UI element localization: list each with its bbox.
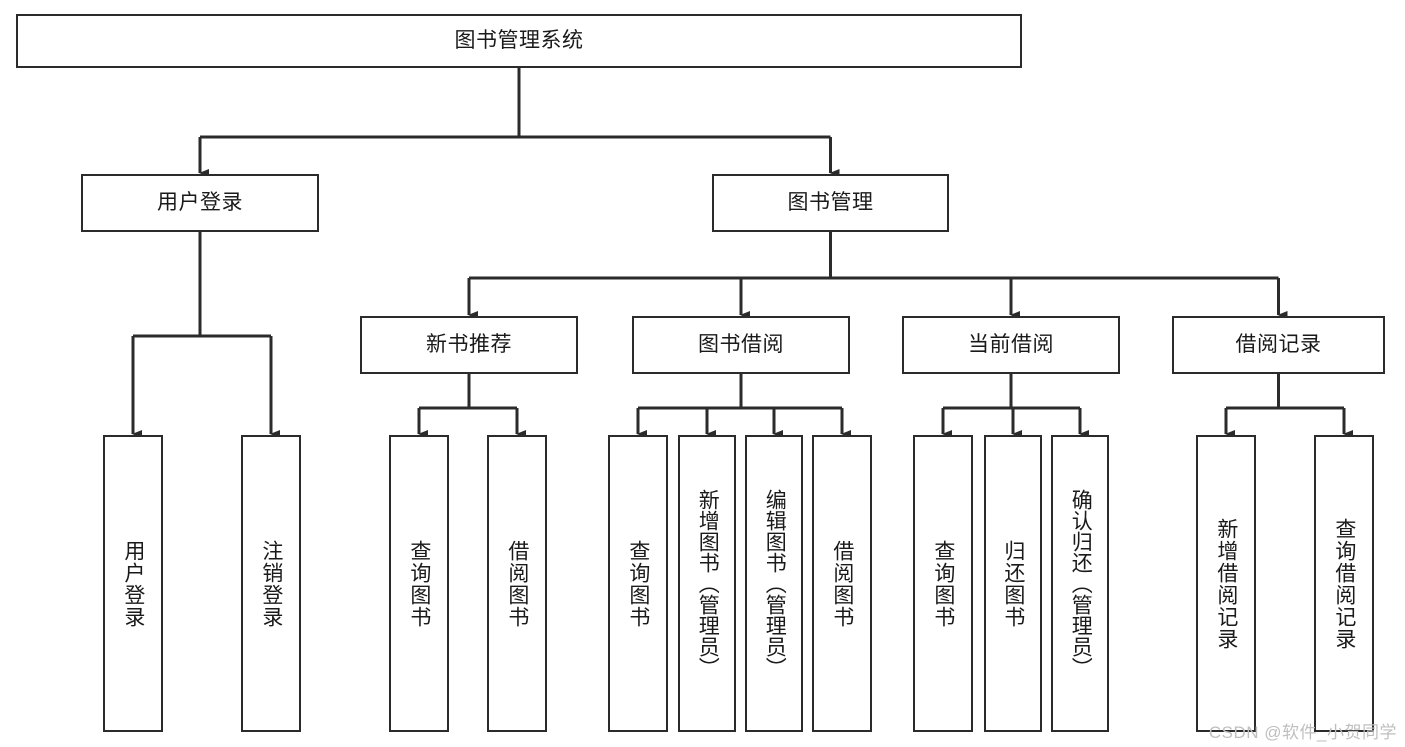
node-leaf-edit-book: 编辑图书（管理员）: [745, 435, 803, 732]
node-label-book-manage: 图书管理: [787, 191, 874, 215]
node-user-login: 用户登录: [81, 174, 319, 232]
node-leaf-query-book-1: 查询图书: [389, 435, 449, 732]
node-book-borrow: 图书借阅: [632, 316, 850, 374]
node-new-book-recommend: 新书推荐: [360, 316, 578, 374]
node-leaf-borrow-book-1: 借阅图书: [487, 435, 547, 732]
watermark: CSDN @软件_小贺同学: [1208, 723, 1397, 742]
node-label-leaf-query-book-3: 查询图书: [931, 539, 955, 628]
node-borrow-record: 借阅记录: [1172, 316, 1385, 374]
node-leaf-logout: 注销登录: [241, 435, 301, 732]
node-label-book-borrow: 图书借阅: [698, 333, 784, 357]
node-leaf-add-book: 新增图书（管理员）: [678, 435, 736, 732]
node-leaf-user-login: 用户登录: [103, 435, 163, 732]
node-label-leaf-return-book: 归还图书: [1001, 539, 1025, 628]
node-label-current-borrow: 当前借阅: [968, 333, 1054, 357]
node-label-root: 图书管理系统: [454, 29, 584, 53]
node-root: 图书管理系统: [16, 14, 1022, 68]
node-label-leaf-query-book-1: 查询图书: [407, 539, 431, 628]
node-leaf-return-book: 归还图书: [984, 435, 1042, 732]
node-label-borrow-record: 借阅记录: [1235, 333, 1322, 357]
node-label-leaf-edit-book: 编辑图书（管理员）: [763, 489, 787, 678]
node-label-leaf-user-login: 用户登录: [121, 539, 145, 628]
node-leaf-query-book-3: 查询图书: [913, 435, 973, 732]
node-book-manage: 图书管理: [712, 174, 949, 232]
node-label-leaf-logout: 注销登录: [259, 539, 283, 628]
node-label-user-login: 用户登录: [157, 191, 243, 215]
node-leaf-confirm-return: 确认归还（管理员）: [1051, 435, 1109, 732]
node-label-leaf-add-record: 新增借阅记录: [1214, 517, 1238, 650]
node-label-leaf-query-record: 查询借阅记录: [1332, 517, 1356, 650]
node-leaf-query-book-2: 查询图书: [608, 435, 668, 732]
node-label-new-book-recommend: 新书推荐: [426, 333, 512, 357]
node-label-leaf-borrow-book-2: 借阅图书: [830, 539, 854, 628]
node-leaf-query-record: 查询借阅记录: [1314, 435, 1374, 732]
connector-lines: [131, 68, 1353, 438]
node-label-leaf-query-book-2: 查询图书: [626, 539, 650, 628]
node-label-leaf-confirm-return: 确认归还（管理员）: [1069, 489, 1093, 678]
node-label-leaf-add-book: 新增图书（管理员）: [696, 489, 720, 678]
node-label-leaf-borrow-book-1: 借阅图书: [505, 539, 529, 628]
node-current-borrow: 当前借阅: [902, 316, 1120, 374]
node-leaf-add-record: 新增借阅记录: [1196, 435, 1256, 732]
node-leaf-borrow-book-2: 借阅图书: [812, 435, 872, 732]
